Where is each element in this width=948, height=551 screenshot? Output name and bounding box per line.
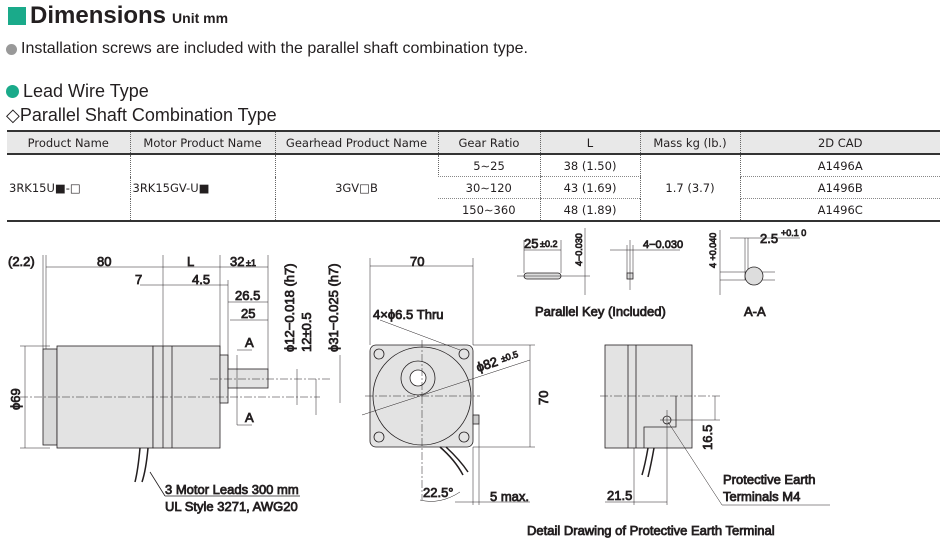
l-cell: 48 (1.89) [539, 198, 640, 222]
dim-phi69: ϕ69 [8, 388, 23, 410]
cad-link[interactable]: A1496B [739, 176, 940, 199]
dim-12: 12±0.5 [299, 312, 314, 352]
dim-32-tol: ±1 [246, 258, 256, 268]
parallel-key-label: Parallel Key (Included) [535, 304, 666, 319]
pe-label-2: Terminals M4 [723, 489, 800, 504]
gear-ratio-cell: 5∼25 [437, 154, 540, 177]
install-note: Installation screws are included with th… [6, 40, 528, 58]
title-square-icon [8, 7, 26, 25]
dim-phi82: ϕ82 [474, 354, 499, 375]
col-header: Gear Ratio [437, 131, 540, 155]
product-name-cell: 3RK15U■-□ [7, 154, 130, 222]
col-header: 2D CAD [739, 131, 940, 155]
product-table: Product Name Motor Product Name Gearhead… [7, 130, 940, 222]
table-row: 3RK15U■-□ 3RK15GV-U■ 3GV□B 5∼25 38 (1.50… [7, 154, 940, 222]
col-header: Mass kg (lb.) [639, 131, 740, 155]
leads-label-2: UL Style 3271, AWG20 [165, 499, 298, 514]
dim-70-width: 70 [410, 254, 424, 269]
parallel-key-view: 25±0.2 4−0.030 4−0.030 Parallel Key (Inc… [517, 228, 807, 319]
title-text: Dimensions [30, 2, 167, 29]
l-cell: 38 (1.50) [539, 154, 640, 177]
detail-drawing-label: Detail Drawing of Protective Earth Termi… [527, 523, 775, 538]
dim-4-5: 4.5 [192, 272, 210, 287]
cad-link[interactable]: A1496A [739, 154, 940, 177]
dim-21-5: 21.5 [607, 488, 632, 503]
dim-2-2: (2.2) [8, 254, 35, 269]
dim-80: 80 [97, 254, 111, 269]
subsection-heading: ◇Parallel Shaft Combination Type [6, 105, 277, 126]
dim-phi31: ϕ31−0.025 (h7) [326, 263, 341, 352]
col-header: L [539, 131, 640, 155]
dim-phi82-tol: ±0.5 [500, 349, 520, 364]
section-text: Lead Wire Type [23, 81, 149, 101]
dim-7: 7 [135, 272, 142, 287]
dim-L: L [187, 254, 194, 269]
key-dim-4-horizontal: 4−0.030 [643, 239, 683, 251]
gearhead-name-cell: 3GV□B [274, 154, 438, 222]
key-dim-4-vertical: 4−0.030 [574, 233, 584, 266]
table-row: 150∼360 48 (1.89) A1496C [7, 198, 940, 222]
dim-16-5: 16.5 [700, 425, 715, 450]
dim-32: 32 [230, 254, 244, 269]
pe-label-1: Protective Earth [723, 472, 816, 487]
subsection-text: Parallel Shaft Combination Type [19, 105, 277, 125]
col-header: Motor Product Name [129, 131, 275, 155]
table-row: 30∼120 43 (1.69) A1496B [7, 176, 940, 199]
dim-angle: 22.5° [423, 485, 454, 500]
detail-view: 16.5 21.5 Protective Earth Terminals M4 … [527, 344, 830, 538]
bullet-icon [6, 85, 19, 98]
table-header-row: Product Name Motor Product Name Gearhead… [7, 131, 940, 155]
diamond-icon: ◇ [6, 105, 20, 125]
unit-label: Unit mm [172, 10, 229, 26]
section-aa-label: A-A [744, 304, 766, 319]
mass-cell: 1.7 (3.7) [639, 154, 740, 222]
section-a-top: A [245, 335, 254, 350]
side-view: (2.2) 80 L 32±1 7 4.5 26.5 25 ϕ12−0.018 … [8, 254, 342, 515]
key-dim-25-tol: ±0.2 [540, 239, 557, 249]
aa-dim-2-5: 2.5 [760, 231, 778, 246]
motor-name-cell: 3RK15GV-U■ [129, 154, 275, 222]
page-title: Dimensions Unit mm [8, 2, 228, 30]
note-text: Installation screws are included with th… [21, 40, 528, 57]
dim-5max: 5 max. [490, 489, 529, 504]
dim-70-height: 70 [536, 391, 551, 405]
aa-dim-2-5-tol: +0.1 0 [781, 228, 806, 238]
cad-link[interactable]: A1496C [739, 198, 940, 222]
gear-ratio-cell: 30∼120 [438, 176, 540, 199]
bullet-icon [6, 43, 17, 55]
dim-25: 25 [241, 306, 255, 321]
col-header: Product Name [7, 131, 130, 155]
col-header: Gearhead Product Name [274, 131, 438, 155]
key-dim-25: 25 [524, 236, 538, 251]
section-heading: Lead Wire Type [6, 81, 149, 102]
aa-dim-4: 4 +0.040 [708, 233, 718, 268]
gear-ratio-cell: 150∼360 [438, 198, 540, 222]
dim-26-5: 26.5 [235, 288, 260, 303]
l-cell: 43 (1.69) [539, 176, 640, 199]
dim-phi12: ϕ12−0.018 (h7) [282, 263, 297, 352]
leads-label-1: 3 Motor Leads 300 mm [165, 482, 299, 497]
front-view: 70 4×ϕ6.5 Thru ϕ82±0.5 70 22.5° 5 max. [361, 254, 551, 505]
section-a-bottom: A [245, 410, 254, 425]
holes-label: 4×ϕ6.5 Thru [373, 307, 444, 322]
